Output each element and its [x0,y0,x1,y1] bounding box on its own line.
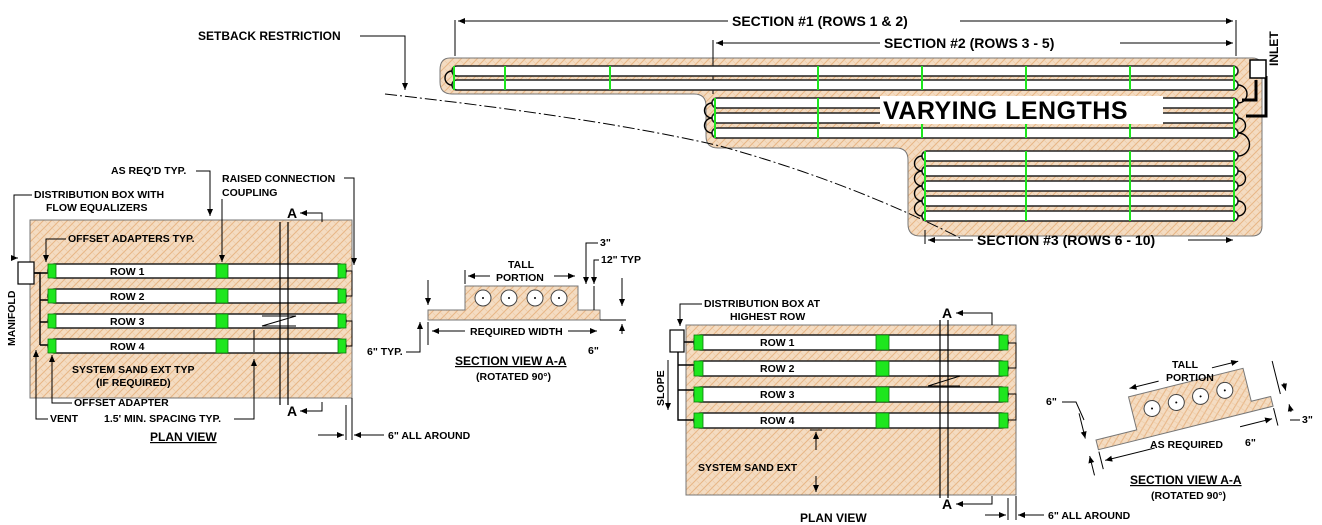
setback-line [384,93,961,239]
section-mark-a-bottom-left: A [287,403,297,419]
plan-view-right: SLOPE ROW 1 ROW 2 ROW 3 ROW 4 [655,298,1131,525]
rows-right: ROW 1 ROW 2 ROW 3 ROW 4 [693,334,1009,429]
sand-bed-left [29,219,353,399]
inlet-label: INLET [1267,31,1281,66]
section-subtitle-2: (ROTATED 90°) [1151,490,1226,502]
row-4-label-left: ROW 4 [110,341,145,353]
dim-6-label-1: 6" [588,345,599,357]
section-title-1: SECTION VIEW A-A [455,354,567,368]
dim-6-typ-label: 6" TYP. [367,346,403,358]
coupling-label: COUPLING [222,187,277,199]
top-layout: SETBACK RESTRICTION SECTION #1 (ROWS 1 &… [198,13,1281,248]
varying-lengths-label: VARYING LENGTHS [883,97,1128,125]
required-width-label: REQUIRED WIDTH [470,326,563,338]
distribution-box-left [17,261,35,285]
all-around-label-right: 6" ALL AROUND [1048,510,1131,522]
dbox-label-left-2: FLOW EQUALIZERS [46,202,148,214]
row-2-label-left: ROW 2 [110,291,145,303]
slope-label: SLOPE [655,370,667,406]
section1-label: SECTION #1 (ROWS 1 & 2) [732,13,908,29]
section-title-2: SECTION VIEW A-A [1130,473,1242,487]
spacing-label: 1.5' MIN. SPACING TYP. [104,413,221,425]
section-subtitle-1: (ROTATED 90°) [476,371,551,383]
tall-label-1a: TALL [508,259,535,271]
dim-12-label: 12" TYP [601,254,641,266]
row-3-label-right: ROW 3 [760,389,795,401]
section-view-1: TALL PORTION 3" 12" TYP REQUIRED WIDTH 6… [367,237,641,383]
rows-left: ROW 1 ROW 2 ROW 3 ROW 4 [47,263,347,354]
dim-3-label: 3" [600,237,611,249]
dbox-label-left-1: DISTRIBUTION BOX WITH [34,189,164,201]
vent-label: VENT [50,413,79,425]
sand-ext-label-2: (IF REQUIRED) [96,377,171,389]
section2-label: SECTION #2 (ROWS 3 - 5) [884,35,1054,51]
raised-connection-label: RAISED CONNECTION [222,173,335,185]
row-4-label-right: ROW 4 [760,415,795,427]
sand-bed-right [685,324,1017,496]
section-mark-a-top-left: A [287,205,297,221]
dim-6-left-label: 6" [1046,396,1057,408]
as-reqd-label: AS REQ'D TYP. [111,165,186,177]
inlet-box [1249,59,1267,79]
tall-label-1b: PORTION [496,272,544,284]
dim-3-label-2: 3" [1302,414,1313,426]
manifold-label: MANIFOLD [6,290,18,346]
plan-view-title-right: PLAN VIEW [800,511,867,525]
row-1-label-right: ROW 1 [760,337,795,349]
all-around-label-left: 6" ALL AROUND [388,430,471,442]
setback-label: SETBACK RESTRICTION [198,29,341,43]
dim-6-bottom-label: 6" [1245,437,1256,449]
row-1-label-left: ROW 1 [110,266,145,278]
sand-ext-label-right: SYSTEM SAND EXT [698,462,798,474]
distribution-box-right [669,329,685,353]
section-mark-a-bottom-right: A [942,496,952,512]
dbox-label-right-2: HIGHEST ROW [730,311,805,323]
tall-label-2b: PORTION [1166,372,1214,384]
section-mark-a-top-right: A [942,305,952,321]
section3-label: SECTION #3 (ROWS 6 - 10) [977,232,1155,248]
row-3-label-left: ROW 3 [110,316,145,328]
plan-view-title-left: PLAN VIEW [150,430,217,444]
offset-adapter-label: OFFSET ADAPTER [74,397,169,409]
as-required-label: AS REQUIRED [1150,439,1223,451]
offset-adapters-label: OFFSET ADAPTERS TYP. [68,233,195,245]
plan-view-left: MANIFOLD ROW 1 ROW 2 ROW 3 ROW 4 [6,165,471,444]
row-2-label-right: ROW 2 [760,363,795,375]
section-view-2: TALL PORTION 6" 3" AS REQUIRED 6" SECTIO… [1046,359,1313,502]
tall-label-2a: TALL [1172,359,1199,371]
sand-ext-label-1: SYSTEM SAND EXT TYP [72,364,195,376]
dbox-label-right-1: DISTRIBUTION BOX AT [704,298,821,310]
